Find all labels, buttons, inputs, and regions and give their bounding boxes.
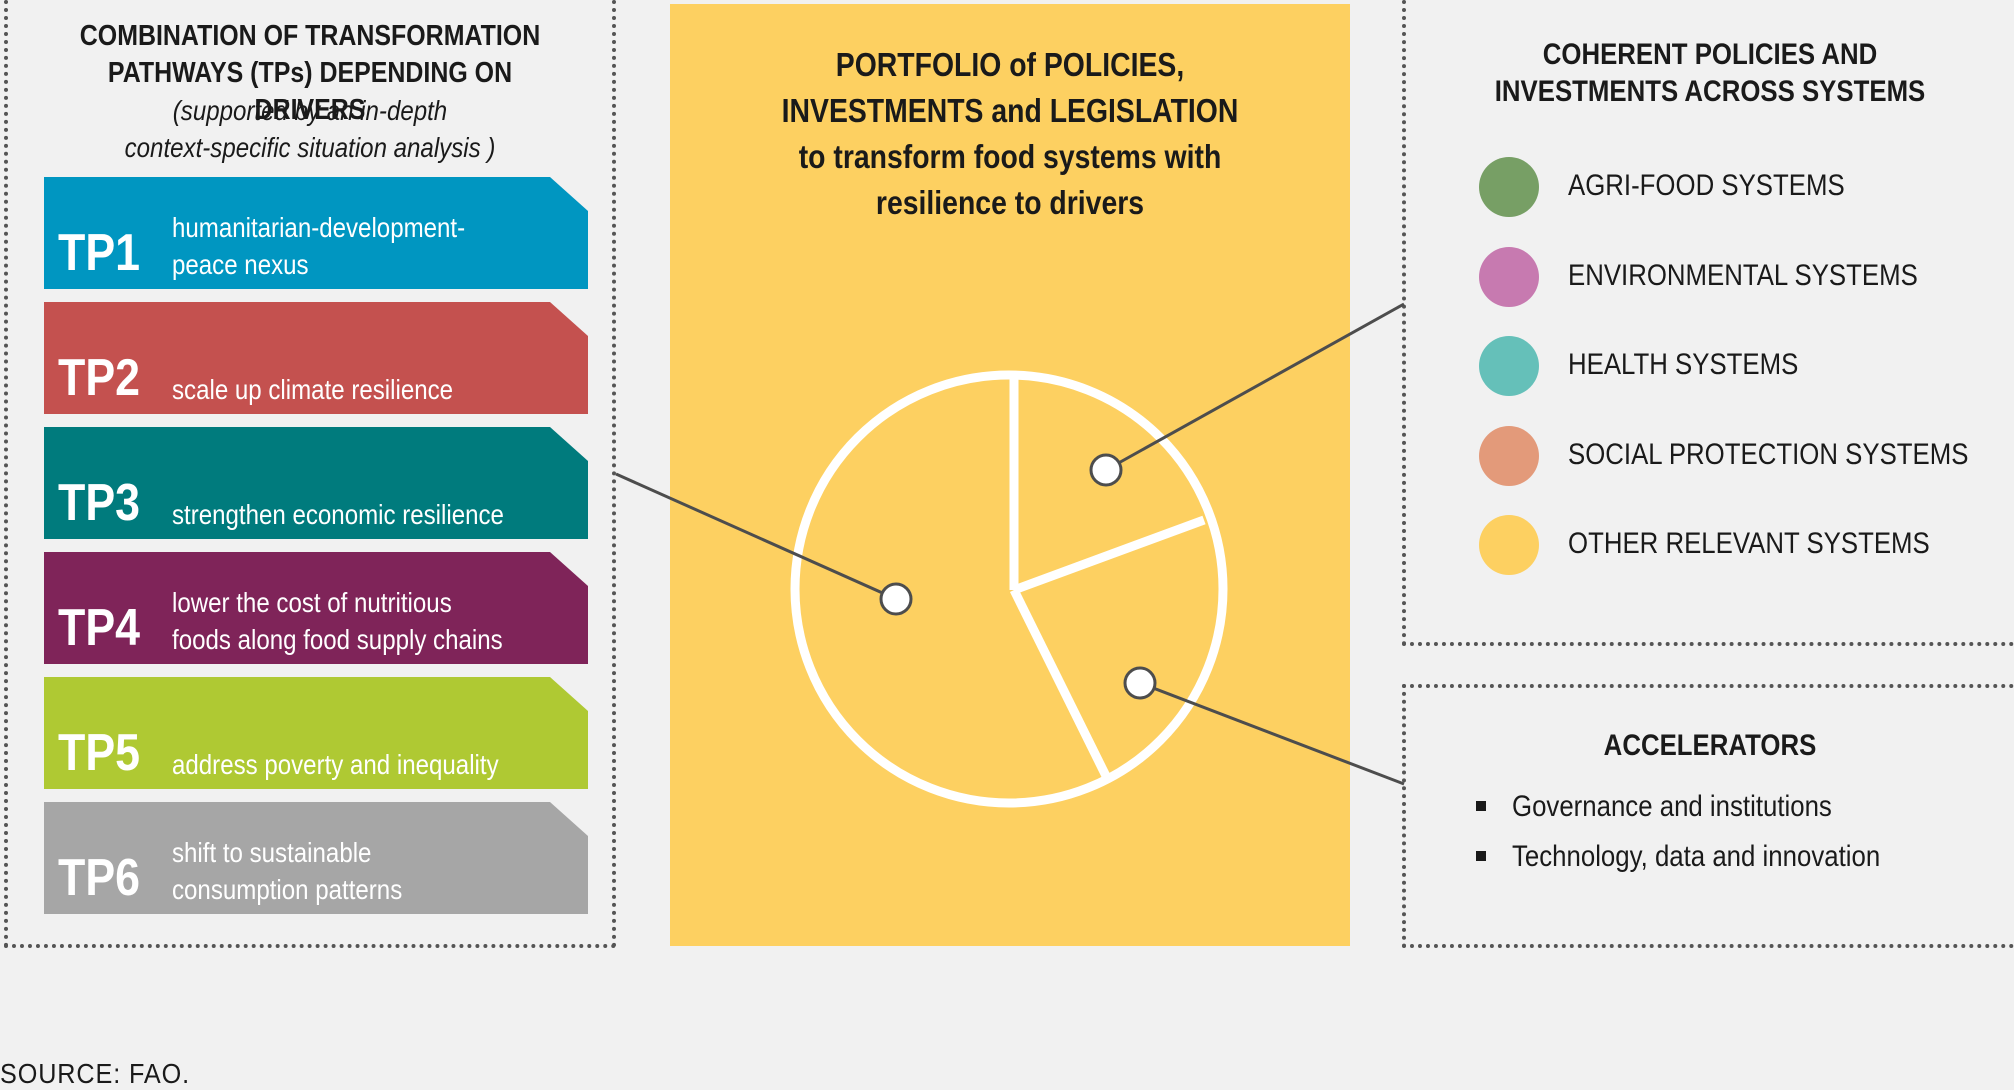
coherent-title-line1: COHERENT POLICIES AND xyxy=(1542,38,1878,71)
system-label: HEALTH SYSTEMS xyxy=(1568,348,1799,381)
connector-node xyxy=(1089,453,1123,487)
pathway-tp6: TP6 shift to sustainable consumption pat… xyxy=(44,802,588,914)
circle-icon xyxy=(1479,515,1539,575)
transformation-pathways-panel: COMBINATION OF TRANSFORMATION PATHWAYS (… xyxy=(4,0,616,948)
tp-description-line2: peace nexus xyxy=(172,249,309,280)
system-label: AGRI-FOOD SYSTEMS xyxy=(1568,169,1845,202)
coherent-title-line2: INVESTMENTS ACROSS SYSTEMS xyxy=(1494,75,1926,108)
pathway-tp1: TP1 humanitarian-development- peace nexu… xyxy=(44,177,588,289)
tp-description-line1: address poverty and inequality xyxy=(172,749,499,780)
tp-code: TP2 xyxy=(58,349,141,407)
pathway-tp2: TP2 scale up climate resilience xyxy=(44,302,588,414)
tp-description-line1: scale up climate resilience xyxy=(172,374,454,405)
circle-icon xyxy=(1479,247,1539,307)
tp-code: TP3 xyxy=(58,474,141,532)
tp-description-line1: strengthen economic resilience xyxy=(172,499,504,530)
portfolio-title-line4: resilience to drivers xyxy=(875,184,1145,221)
bullet-icon xyxy=(1476,851,1486,861)
pie-divider xyxy=(1012,515,1206,595)
circle-icon xyxy=(1479,426,1539,486)
source-note: SOURCE: FAO. xyxy=(0,1058,191,1089)
pie-outline xyxy=(790,370,1228,808)
bullet-icon xyxy=(1476,801,1486,811)
pathway-tp5: TP5 address poverty and inequality xyxy=(44,677,588,789)
system-label: ENVIRONMENTAL SYSTEMS xyxy=(1568,259,1918,292)
system-label: SOCIAL PROTECTION SYSTEMS xyxy=(1568,438,1969,471)
pathways-subtitle-line1: (supported by an in-depth xyxy=(172,95,448,126)
connector-line xyxy=(1105,302,1405,472)
accelerators-title: ACCELERATORS xyxy=(1603,729,1817,762)
accelerators-panel: ACCELERATORS Governance and institutions… xyxy=(1402,684,2014,948)
pathways-subtitle-line2: context-specific situation analysis ) xyxy=(124,132,496,163)
pathways-title-line2: PATHWAYS (TPs) DEPENDING ON DRIVERS xyxy=(107,57,513,126)
coherent-policies-panel: COHERENT POLICIES AND INVESTMENTS ACROSS… xyxy=(1402,0,2014,646)
accelerator-text: Technology, data and innovation xyxy=(1512,840,1881,873)
system-label: OTHER RELEVANT SYSTEMS xyxy=(1568,527,1930,560)
tp-description-line1: shift to sustainable xyxy=(172,837,372,868)
pie-divider xyxy=(1009,588,1111,778)
pathway-tp3: TP3 strengthen economic resilience xyxy=(44,427,588,539)
portfolio-title-line3: to transform food systems with xyxy=(798,138,1222,175)
connector-node xyxy=(879,582,913,616)
pathways-title-line1: COMBINATION OF TRANSFORMATION xyxy=(79,20,541,52)
tp-code: TP6 xyxy=(58,849,141,907)
tp-description-line1: humanitarian-development- xyxy=(172,212,466,243)
tp-code: TP5 xyxy=(58,724,141,782)
pathway-tp4: TP4 lower the cost of nutritious foods a… xyxy=(44,552,588,664)
tp-code: TP1 xyxy=(58,224,141,282)
connector-line xyxy=(615,472,897,601)
tp-description-line2: consumption patterns xyxy=(172,874,403,905)
portfolio-title-line1: PORTFOLIO of POLICIES, xyxy=(835,46,1185,83)
tp-description-line1: lower the cost of nutritious xyxy=(172,587,452,618)
tp-description-line2: foods along food supply chains xyxy=(172,624,503,655)
circle-icon xyxy=(1479,336,1539,396)
circle-icon xyxy=(1479,157,1539,217)
tp-code: TP4 xyxy=(58,599,141,657)
portfolio-title-line2: INVESTMENTS and LEGISLATION xyxy=(781,92,1239,129)
accelerator-text: Governance and institutions xyxy=(1512,790,1832,823)
connector-node xyxy=(1123,666,1157,700)
connector-line xyxy=(1139,681,1405,786)
